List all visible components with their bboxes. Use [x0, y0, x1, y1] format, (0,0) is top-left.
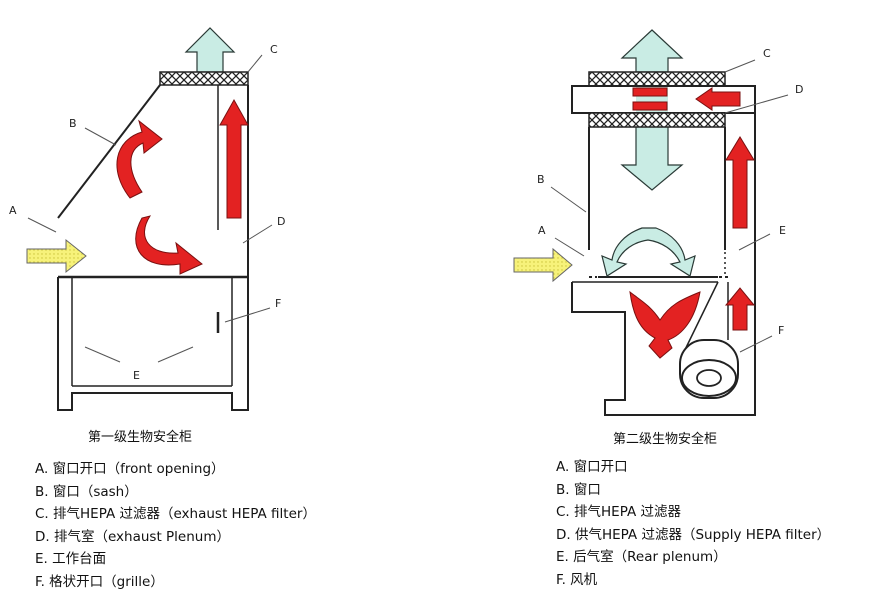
supply-filter-element — [632, 87, 668, 97]
exhaust-arrow-vertical — [620, 29, 684, 73]
label-e: E — [133, 369, 140, 382]
legend-2-item-a: A. 窗口开口 — [556, 459, 628, 475]
legend-1-item-d: D. 排气室（exhaust Plenum） — [35, 528, 230, 545]
cabinet-2-legend: A. 窗口开口 B. 窗口 C. 排气HEPA 过滤器 D. 供气HEPA 过滤… — [556, 456, 830, 592]
label-f-2: F — [778, 324, 784, 337]
circulation-arrow-lower — [135, 215, 203, 275]
class-2-cabinet: C D B A E F — [513, 29, 803, 416]
label-c: C — [270, 43, 278, 56]
label-f: F — [275, 297, 281, 310]
sash — [57, 84, 161, 219]
label-a: A — [9, 204, 17, 217]
label-e-2: E — [779, 224, 786, 237]
rear-plenum-arrow-upper — [725, 136, 755, 229]
legend-2-item-c: C. 排气HEPA 过滤器 — [556, 504, 681, 521]
circulation-arrow-upper — [116, 119, 163, 199]
label-b-2: B — [537, 173, 545, 186]
label-b: B — [69, 117, 77, 130]
cabinet-1-legend: A. 窗口开口（front opening） B. 窗口（sash） C. 排气… — [35, 458, 316, 594]
supply-hepa-filter — [588, 112, 726, 128]
cabinet-2-lower — [571, 282, 756, 416]
cabinet-1-caption: 第一级生物安全柜 — [88, 430, 193, 445]
plenum-airflow-arrow — [219, 98, 249, 219]
legend-1-item-b: B. 窗口（sash） — [35, 483, 138, 500]
legend-2-item-f: F. 风机 — [556, 571, 598, 588]
cabinet-2-caption: 第二级生物安全柜 — [613, 432, 718, 447]
exhaust-hepa-filter-2 — [588, 71, 726, 87]
label-a-2: A — [538, 224, 546, 237]
split-flow-arrows — [601, 227, 696, 277]
exhaust-arrow-up — [184, 27, 236, 73]
legend-2-item-e: E. 后气室（Rear plenum） — [556, 549, 727, 566]
duct-airflow-arrow — [695, 87, 741, 111]
exhaust-hepa-filter — [159, 71, 249, 86]
inlet-arrow-2 — [513, 247, 573, 283]
legend-1-item-a: A. 窗口开口（front opening） — [35, 461, 225, 477]
label-d-2: D — [795, 83, 803, 96]
class-1-cabinet: C B A D F E — [9, 27, 285, 411]
down-split-arrow — [629, 290, 701, 359]
cabinet-base — [57, 277, 249, 411]
legend-2-item-b: B. 窗口 — [556, 481, 601, 498]
legend-1-item-f: F. 格状开口（grille） — [35, 573, 164, 590]
label-d: D — [277, 215, 285, 228]
legend-2-item-d: D. 供气HEPA 过滤器（Supply HEPA filter） — [556, 526, 831, 543]
label-c-2: C — [763, 47, 771, 60]
downflow-arrow — [620, 122, 684, 191]
inlet-arrow — [26, 238, 87, 274]
rear-plenum-arrow-lower — [724, 287, 756, 331]
legend-1-item-e: E. 工作台面 — [35, 551, 107, 568]
legend-1-item-c: C. 排气HEPA 过滤器（exhaust HEPA filter） — [35, 506, 316, 523]
